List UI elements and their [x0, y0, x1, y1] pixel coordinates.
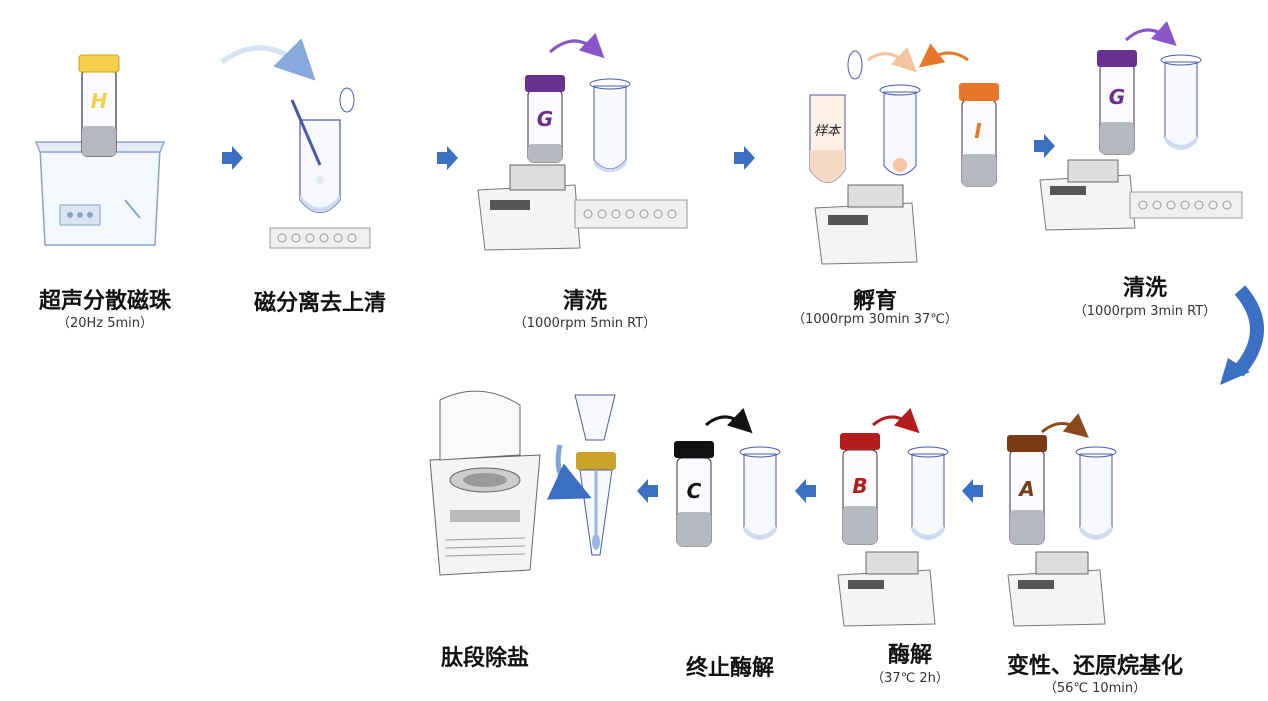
tube-H: H	[78, 54, 120, 157]
tube-I-label: I	[974, 119, 982, 143]
thermomixer-icon	[837, 551, 936, 627]
tube-B-label: B	[852, 474, 867, 498]
row-transition-arrowhead-icon	[1220, 358, 1250, 385]
tube-A-label: A	[1017, 477, 1034, 501]
wash-step-2: G	[1039, 21, 1243, 231]
step-5-title: 清洗	[1122, 276, 1167, 301]
thermomixer-icon	[477, 164, 581, 251]
step-7-conditions: （37℃ 2h）	[871, 671, 949, 686]
magnetic-separation-icon	[220, 38, 371, 249]
step-3-conditions: （1000rpm 5min RT）	[513, 316, 657, 331]
step-arrow-7	[637, 479, 658, 503]
step-9-title: 肽段除盐	[440, 646, 529, 671]
tube-C-label: C	[687, 479, 702, 503]
step-4-conditions: （1000rpm 30min 37℃）	[792, 312, 958, 327]
transfer-arrow-icon	[1041, 413, 1089, 438]
transfer-arrow-icon	[549, 32, 605, 59]
tube-G-label: G	[537, 107, 553, 131]
step-arrow-4	[1034, 134, 1055, 158]
step-1-title: 超声分散磁珠	[38, 289, 171, 314]
desalting-step	[429, 390, 616, 576]
step-arrow-6	[795, 479, 816, 503]
step-1-conditions: （20Hz 5min）	[56, 316, 154, 331]
step-8-title: 终止酶解	[685, 656, 774, 681]
pour-arrow-icon	[220, 38, 316, 81]
incubation-step: 样本 I	[809, 43, 999, 265]
step-6-title: 变性、还原烷基化	[1006, 654, 1183, 679]
ultrasonic-bath-icon	[34, 141, 166, 246]
thermomixer-icon	[1039, 159, 1136, 231]
row-transition-arrow-icon	[1232, 285, 1264, 377]
denature-step: A	[1007, 413, 1117, 627]
step-6-conditions: （56℃ 10min）	[1043, 681, 1147, 696]
step-7-title: 酶解	[887, 643, 932, 668]
step-arrow-5	[962, 479, 983, 503]
desalting-column-icon	[546, 394, 616, 556]
transfer-arrow-icon	[705, 407, 753, 434]
step-arrow-2	[437, 146, 458, 170]
sample-tube-label: 样本	[814, 124, 842, 139]
centrifuge-icon	[429, 390, 541, 576]
transfer-arrow-icon	[872, 407, 920, 434]
thermomixer-icon	[1007, 551, 1106, 627]
thermomixer-icon	[814, 184, 918, 265]
transfer-arrow-icon	[1124, 21, 1177, 47]
tube-G2-label: G	[1109, 85, 1125, 109]
step-2-title: 磁分离去上清	[253, 291, 386, 316]
sample-transfer-arrow-icon	[867, 46, 917, 73]
wash-step-1: G	[477, 32, 688, 251]
tube-H-label: H	[91, 89, 108, 113]
step-3-title: 清洗	[562, 289, 607, 314]
reagent-transfer-arrow-icon	[918, 43, 969, 68]
step-4-title: 孵育	[852, 289, 897, 314]
digestion-step: B	[837, 407, 949, 627]
step-arrow-3	[734, 146, 755, 170]
step-5-conditions: （1000rpm 3min RT）	[1073, 304, 1217, 319]
pipette-icon	[290, 99, 322, 166]
step-arrow-1	[222, 146, 243, 170]
stop-digestion-step: C	[674, 407, 781, 547]
